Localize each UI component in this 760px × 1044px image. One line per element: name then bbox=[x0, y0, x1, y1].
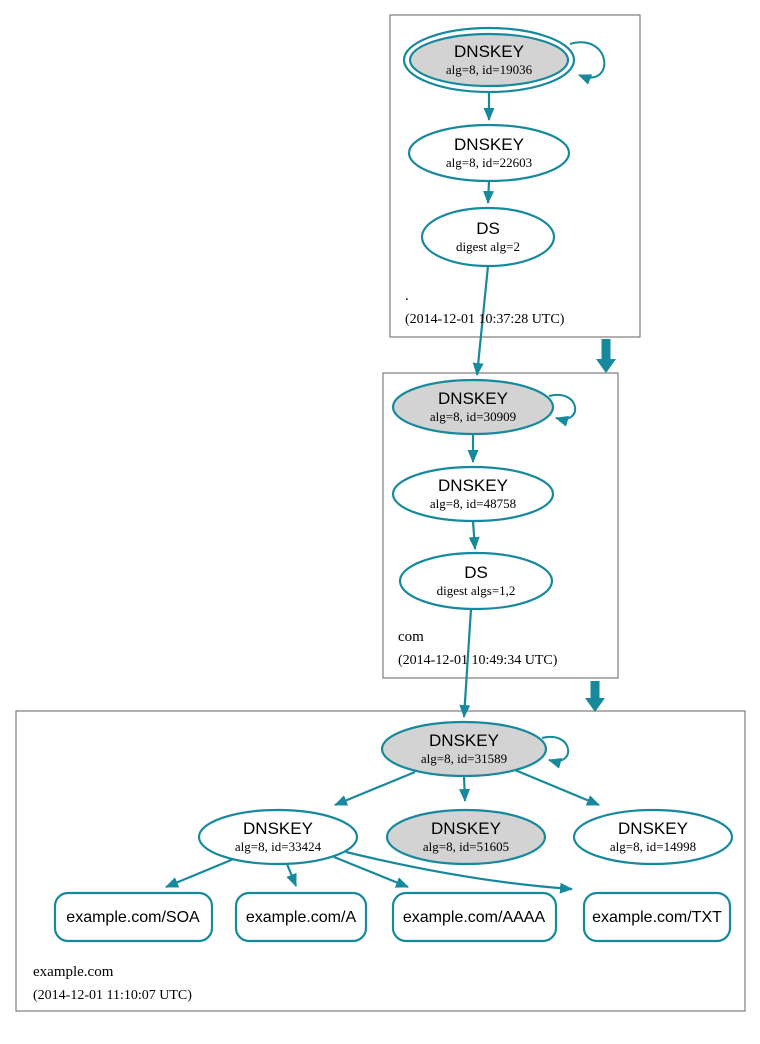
node-subtitle: alg=8, id=19036 bbox=[446, 62, 533, 77]
rrset-label: example.com/AAAA bbox=[403, 909, 546, 926]
delegation-arrow-root-to-com bbox=[596, 339, 616, 373]
delegation-arrow-com-to-example bbox=[585, 681, 605, 712]
self-loop-ksk30909 bbox=[548, 393, 577, 427]
edge-key33424-to-a bbox=[285, 863, 298, 887]
zone-timestamp-com: (2014-12-01 10:49:34 UTC) bbox=[398, 653, 558, 668]
node-subtitle: alg=8, id=33424 bbox=[235, 839, 322, 854]
node-com-ksk[interactable]: DNSKEY alg=8, id=30909 bbox=[391, 378, 555, 436]
node-com-zsk[interactable]: DNSKEY alg=8, id=48758 bbox=[391, 465, 555, 523]
node-title: DNSKEY bbox=[618, 819, 688, 838]
node-example-key-33424[interactable]: DNSKEY alg=8, id=33424 bbox=[197, 808, 359, 866]
edge-zsk22603-to-ds bbox=[483, 180, 495, 204]
zone-timestamp-example-com: (2014-12-01 11:10:07 UTC) bbox=[33, 988, 192, 1003]
node-root-ds[interactable]: DS digest alg=2 bbox=[420, 206, 556, 268]
rrset-example-txt[interactable]: example.com/TXT bbox=[582, 891, 732, 943]
rrset-example-aaaa[interactable]: example.com/AAAA bbox=[391, 891, 558, 943]
rrset-label: example.com/SOA bbox=[66, 909, 200, 926]
node-subtitle: alg=8, id=30909 bbox=[430, 409, 516, 424]
node-subtitle: alg=8, id=48758 bbox=[430, 496, 516, 511]
node-title: DNSKEY bbox=[454, 42, 524, 61]
rrset-example-a[interactable]: example.com/A bbox=[234, 891, 368, 943]
node-title: DS bbox=[476, 219, 500, 238]
edge-key33424-to-txt bbox=[345, 850, 573, 894]
self-loop-ksk19036 bbox=[569, 41, 606, 85]
edge-key33424-to-soa bbox=[165, 856, 237, 889]
node-root-ksk[interactable]: DNSKEY alg=8, id=19036 bbox=[402, 26, 576, 94]
node-title: DNSKEY bbox=[429, 731, 499, 750]
zone-label-root: . bbox=[405, 288, 409, 304]
zone-label-example-com: example.com bbox=[33, 964, 114, 980]
node-subtitle: digest algs=1,2 bbox=[437, 583, 516, 598]
node-example-key-51605[interactable]: DNSKEY alg=8, id=51605 bbox=[385, 808, 547, 866]
edge-ksk31589-to-key14998 bbox=[514, 768, 600, 807]
zone-timestamp-root: (2014-12-01 10:37:28 UTC) bbox=[405, 312, 565, 327]
edge-ksk31589-to-key51605 bbox=[459, 775, 471, 802]
node-subtitle: alg=8, id=51605 bbox=[423, 839, 509, 854]
rrset-example-soa[interactable]: example.com/SOA bbox=[53, 891, 214, 943]
node-title: DNSKEY bbox=[438, 389, 508, 408]
edge-ksk31589-to-key33424 bbox=[334, 770, 416, 807]
node-subtitle: digest alg=2 bbox=[456, 239, 520, 254]
node-com-ds[interactable]: DS digest algs=1,2 bbox=[398, 551, 554, 611]
node-title: DNSKEY bbox=[431, 819, 501, 838]
rrset-label: example.com/TXT bbox=[592, 909, 722, 926]
edge-key33424-to-aaaa bbox=[333, 855, 409, 889]
node-title: DNSKEY bbox=[243, 819, 313, 838]
node-subtitle: alg=8, id=22603 bbox=[446, 155, 532, 170]
edge-zsk48758-to-ds bbox=[468, 520, 480, 550]
self-loop-ksk31589 bbox=[541, 735, 570, 769]
node-title: DNSKEY bbox=[454, 135, 524, 154]
edge-com-ds-to-example-ksk bbox=[459, 608, 473, 718]
node-title: DNSKEY bbox=[438, 476, 508, 495]
node-subtitle: alg=8, id=31589 bbox=[421, 751, 507, 766]
node-title: DS bbox=[464, 563, 488, 582]
edge-root-ds-to-com-ksk bbox=[472, 265, 490, 376]
rrset-label: example.com/A bbox=[246, 909, 357, 926]
node-example-ksk[interactable]: DNSKEY alg=8, id=31589 bbox=[380, 720, 548, 778]
node-example-key-14998[interactable]: DNSKEY alg=8, id=14998 bbox=[572, 808, 734, 866]
zone-label-com: com bbox=[398, 629, 424, 645]
node-root-zsk[interactable]: DNSKEY alg=8, id=22603 bbox=[407, 123, 571, 183]
node-subtitle: alg=8, id=14998 bbox=[610, 839, 696, 854]
